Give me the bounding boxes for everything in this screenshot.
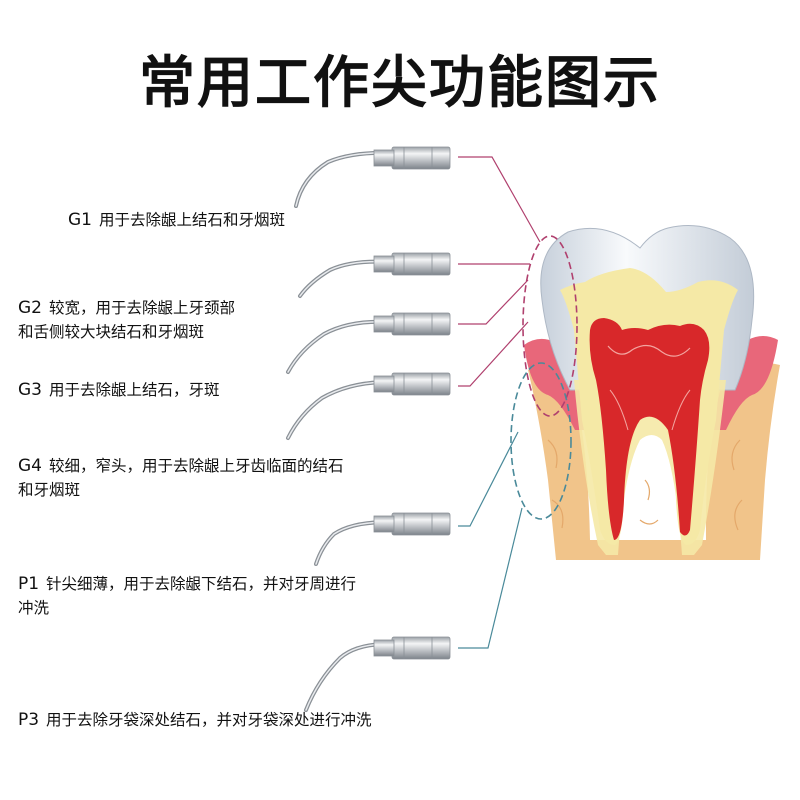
tip-g1-illustration <box>294 146 451 208</box>
tip-label-g3: G3 用于去除龈上结石，牙斑 <box>18 378 219 402</box>
pulp <box>589 318 710 540</box>
leader-line-p3 <box>458 507 523 649</box>
tip-g4-illustration <box>286 372 451 440</box>
tip-code: G4 <box>18 456 42 476</box>
tip-description-line2: 冲洗 <box>18 599 50 617</box>
tooth-illustration <box>510 225 780 560</box>
leader-line-p1 <box>458 431 519 527</box>
tip-code: G2 <box>18 298 42 318</box>
subgingival-zone-marker <box>510 362 572 520</box>
leader-line-g1 <box>458 156 541 243</box>
tip-description: 针尖细薄，用于去除龈下结石，并对牙周进行 <box>46 575 357 593</box>
tip-p3-illustration <box>304 636 451 712</box>
tip-code: G3 <box>18 380 42 400</box>
tip-label-g2: G2 较宽，用于去除龈上牙颈部 和舌侧较大块结石和牙烟斑 <box>18 296 235 344</box>
tip-description-line2: 和牙烟斑 <box>18 481 81 499</box>
tip-description-line2: 和舌侧较大块结石和牙烟斑 <box>18 323 205 341</box>
tip-g3-illustration <box>286 312 451 374</box>
tip-label-p3: P3 用于去除牙袋深处结石，并对牙袋深处进行冲洗 <box>18 708 372 732</box>
leader-line-g3 <box>458 279 529 325</box>
tip-description: 用于去除龈上结石和牙烟斑 <box>98 211 285 229</box>
tip-label-g1: G1 用于去除龈上结石和牙烟斑 <box>68 208 285 232</box>
page-title: 常用工作尖功能图示 <box>139 51 661 116</box>
tip-code: P1 <box>18 574 40 594</box>
tip-label-g4: G4 较细，窄头，用于去除龈上牙齿临面的结石 和牙烟斑 <box>18 454 343 502</box>
leader-line-g4 <box>458 321 529 387</box>
tip-p1-illustration <box>314 512 451 566</box>
supragingival-zone-marker <box>522 235 578 417</box>
tip-description: 用于去除龈上结石，牙斑 <box>48 381 220 399</box>
tip-description: 用于去除牙袋深处结石，并对牙袋深处进行冲洗 <box>46 711 372 729</box>
tip-description: 较宽，用于去除龈上牙颈部 <box>48 299 235 317</box>
tip-description: 较细，窄头，用于去除龈上牙齿临面的结石 <box>48 457 344 475</box>
tip-label-p1: P1 针尖细薄，用于去除龈下结石，并对牙周进行 冲洗 <box>18 572 356 620</box>
tip-code: P3 <box>18 710 40 730</box>
tip-code: G1 <box>68 210 92 230</box>
tip-g2-illustration <box>298 252 451 298</box>
